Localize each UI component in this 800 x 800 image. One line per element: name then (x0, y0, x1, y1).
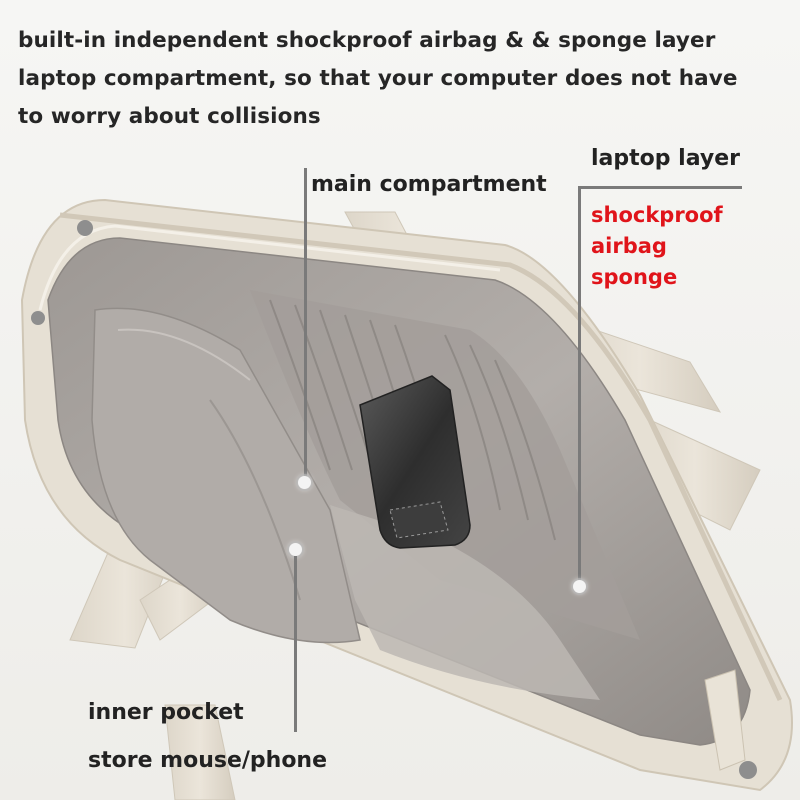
main-compartment-leader (304, 168, 307, 478)
main-compartment-label: main compartment (311, 172, 547, 197)
zipper-pull (704, 669, 746, 771)
headline-line-1: built-in independent shockproof airbag &… (18, 28, 716, 53)
inner-pocket-leader (294, 556, 297, 732)
airbag-label: airbag (591, 234, 667, 258)
rim-highlight (38, 224, 501, 311)
laptop-layer-label: laptop layer (591, 146, 740, 171)
laptop-layer-leader-vertical (578, 186, 581, 582)
pocket-crease (209, 399, 301, 601)
main-compartment-marker (298, 476, 311, 489)
store-mouse-phone-label: store mouse/phone (88, 748, 328, 773)
sponge-label: sponge (591, 265, 678, 289)
compartment-base (330, 505, 600, 700)
headline-line-3: to worry about collisions (18, 104, 321, 129)
zipper-end-left-lower (31, 311, 45, 325)
zipper-end (739, 761, 757, 779)
headline-line-2: laptop compartment, so that your compute… (18, 66, 738, 91)
inner-pocket-marker (289, 543, 302, 556)
tab-stitching (389, 501, 449, 539)
closure-tab (359, 375, 471, 549)
laptop-layer-leader-horizontal (578, 186, 742, 189)
headline: built-in independent shockproof airbag &… (18, 22, 788, 136)
laptop-layer-marker (573, 580, 586, 593)
pocket-fold (117, 328, 251, 381)
shockproof-features: shockproof airbag sponge (591, 200, 723, 293)
shockproof-label: shockproof (591, 203, 723, 227)
strap-bottom (164, 704, 236, 800)
inner-pocket (91, 307, 361, 644)
zipper-edge (59, 212, 783, 702)
zipper-end-left (77, 220, 93, 236)
inner-pocket-label: inner pocket (88, 700, 244, 725)
